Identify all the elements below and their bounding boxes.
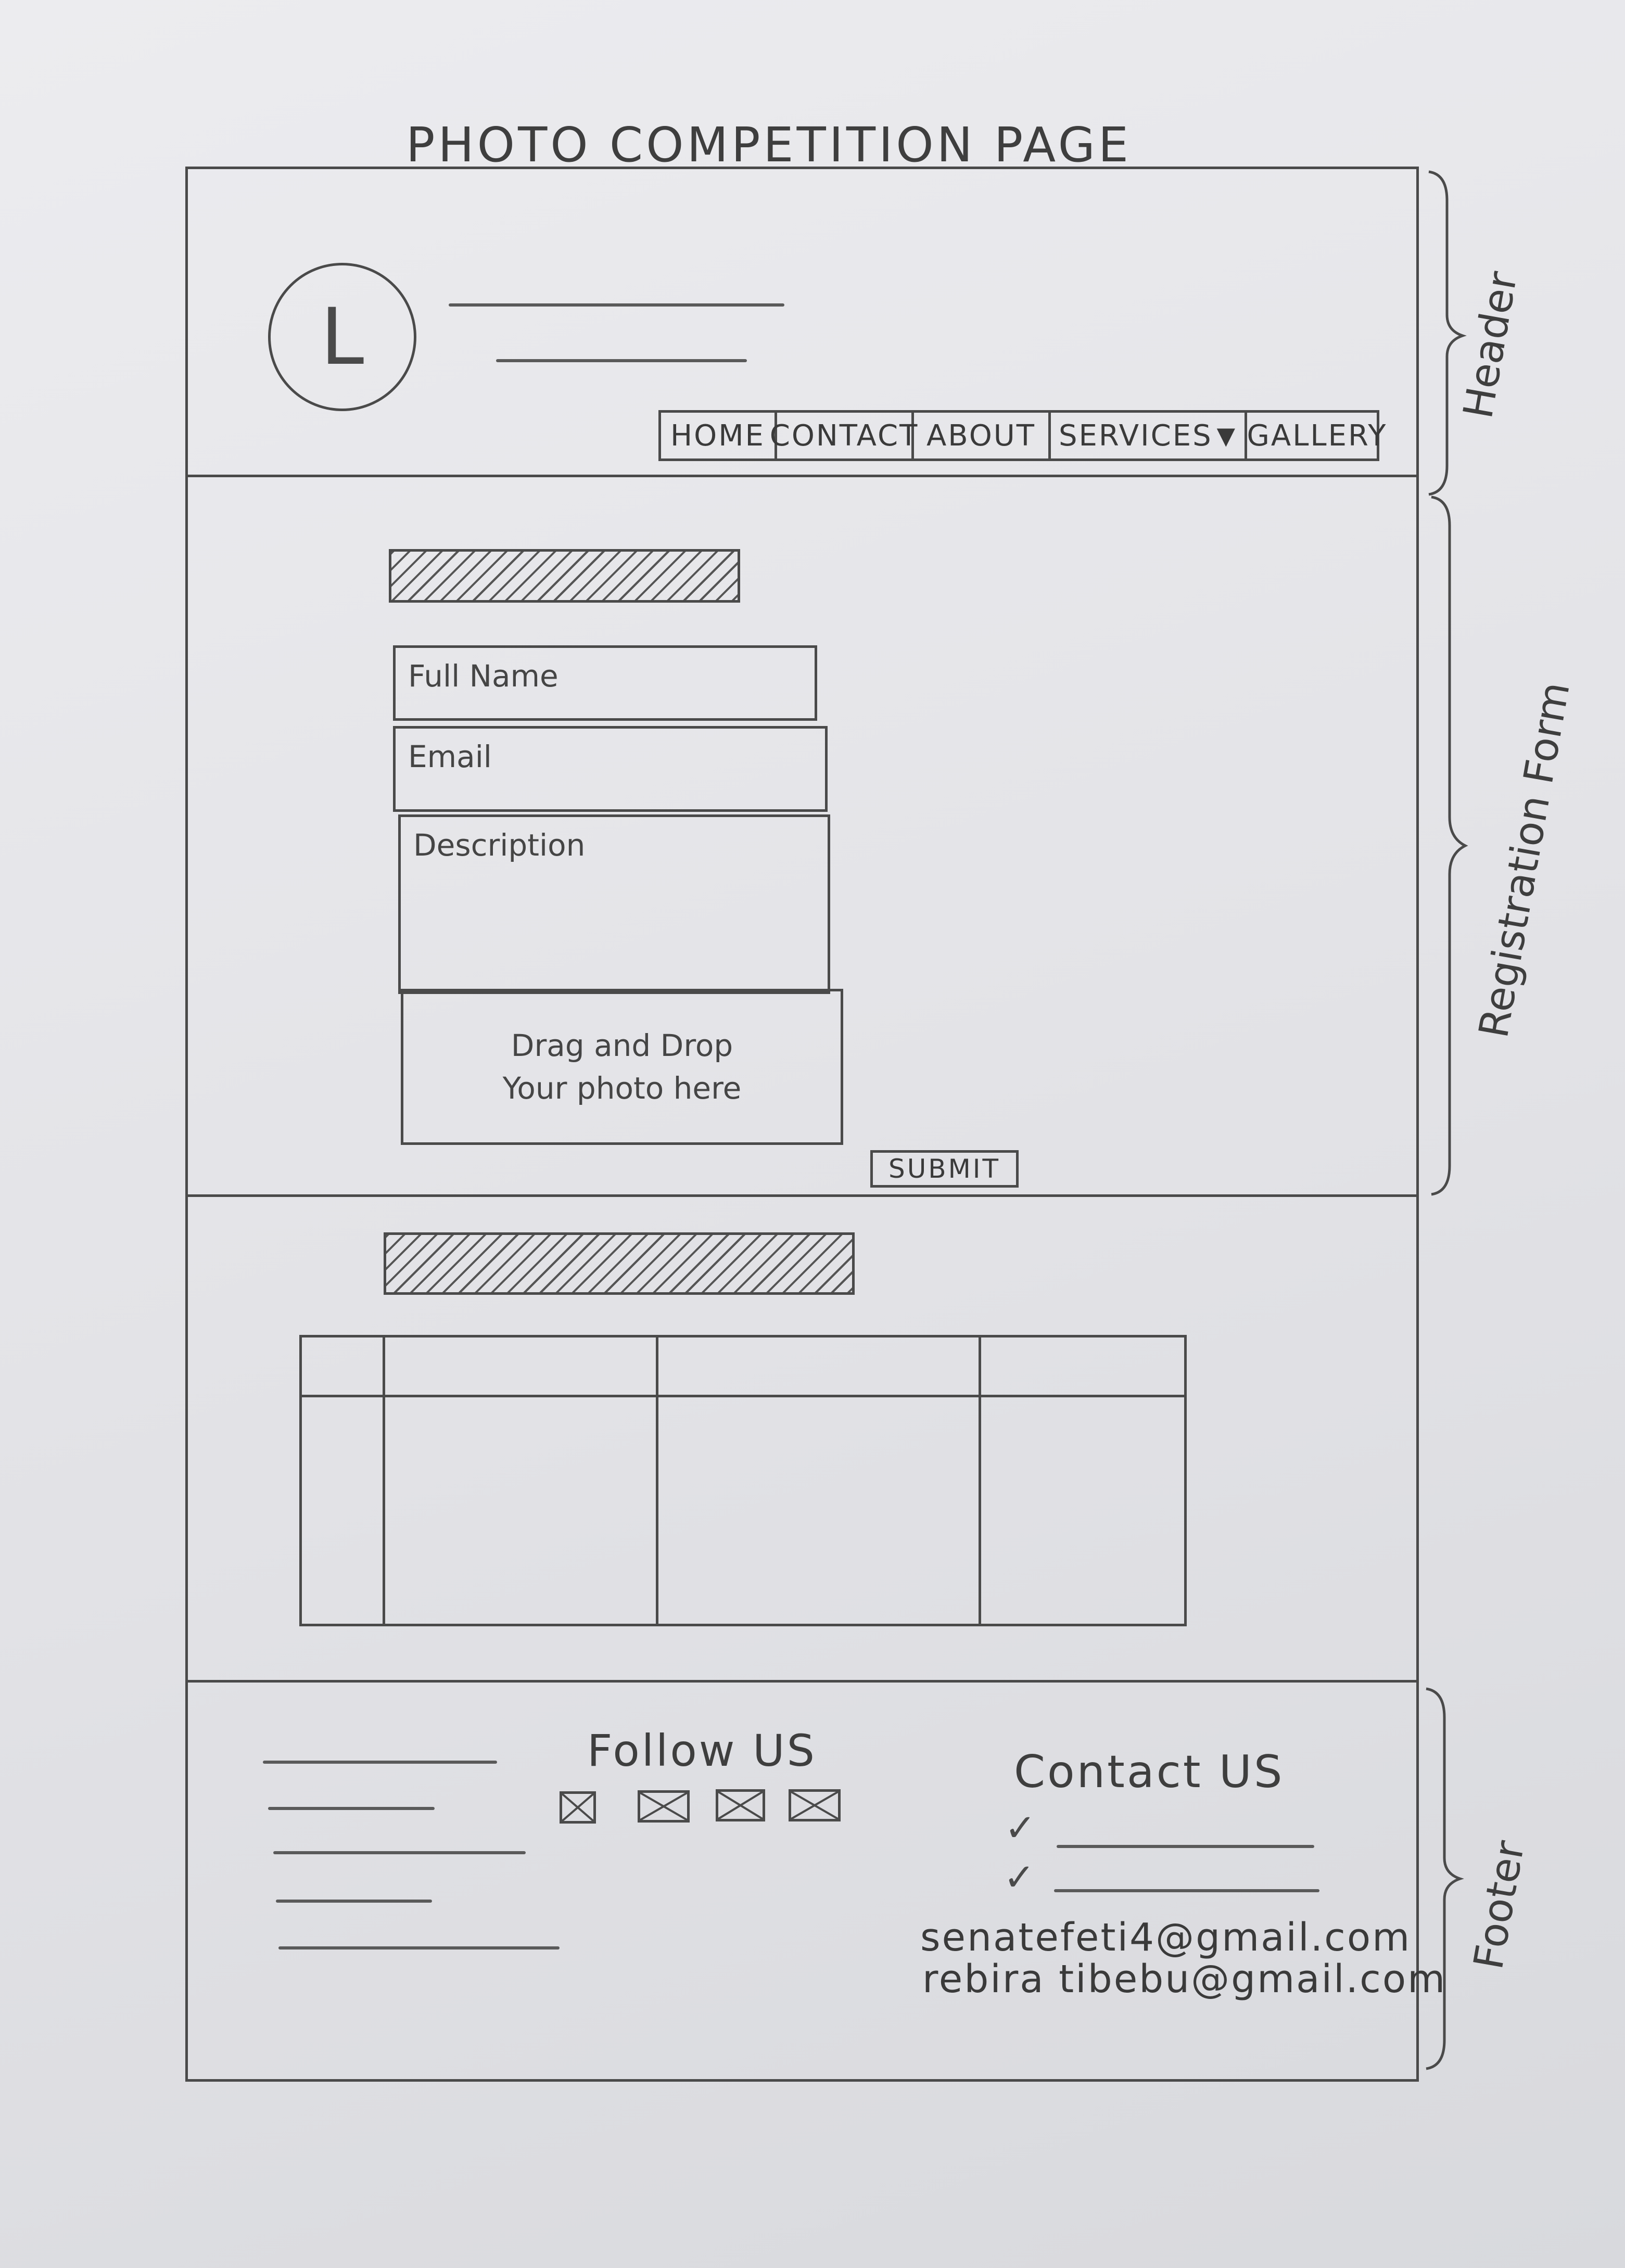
main-nav: HOME CONTACT ABOUT SERVICES ▼ GALLERY <box>658 410 1386 461</box>
footer-link-placeholder[interactable] <box>268 1807 435 1810</box>
nav-services[interactable]: SERVICES ▼ <box>1051 413 1247 458</box>
image-placeholder-icon[interactable] <box>789 1789 841 1821</box>
table-header-divider <box>302 1395 1184 1397</box>
triangle-down-icon[interactable]: ▼ <box>1216 422 1237 450</box>
footer-link-placeholder[interactable] <box>273 1851 526 1854</box>
drop-zone-text: Drag and Drop Your photo here <box>503 1024 742 1110</box>
logo[interactable]: L <box>268 263 416 411</box>
form-divider <box>185 1194 1419 1197</box>
footer-link-placeholder[interactable] <box>276 1900 432 1903</box>
nav-about[interactable]: ABOUT <box>914 413 1051 458</box>
nav-home[interactable]: HOME <box>661 413 777 458</box>
header-divider <box>185 475 1419 477</box>
follow-us-title: Follow US <box>587 1725 817 1776</box>
phone-number-placeholder <box>1054 1889 1319 1892</box>
registration-brace <box>1431 495 1468 1196</box>
table-column-divider <box>383 1337 385 1624</box>
table-heading-placeholder <box>384 1232 855 1295</box>
description-field[interactable]: Description <box>398 814 830 994</box>
nav-gallery[interactable]: GALLERY <box>1247 418 1388 453</box>
full-name-field[interactable]: Full Name <box>393 645 817 721</box>
photo-drop-zone[interactable]: Drag and Drop Your photo here <box>401 989 843 1145</box>
form-heading-placeholder <box>389 549 740 603</box>
table-column-divider <box>656 1337 658 1624</box>
footer-link-placeholder[interactable] <box>263 1761 497 1764</box>
submit-button[interactable]: SUBMIT <box>870 1150 1019 1188</box>
phone-icon: ✓ <box>1004 1855 1035 1899</box>
footer-link-placeholder[interactable] <box>278 1946 560 1950</box>
phone-icon: ✓ <box>1005 1806 1036 1850</box>
nav-services-label: SERVICES <box>1058 418 1213 453</box>
page-title: PHOTO COMPETITION PAGE <box>406 117 1132 173</box>
header-brace <box>1428 170 1467 496</box>
contact-us-title: Contact US <box>1014 1746 1285 1798</box>
contact-email[interactable]: rebira tibebu@gmail.com <box>922 1957 1447 2002</box>
tagline-placeholder <box>496 359 747 362</box>
drop-zone-line1: Drag and Drop <box>511 1028 733 1063</box>
image-placeholder-icon[interactable] <box>560 1791 596 1824</box>
email-field[interactable]: Email <box>393 726 828 812</box>
image-placeholder-icon[interactable] <box>638 1790 690 1823</box>
full-name-placeholder: Full Name <box>408 658 558 694</box>
email-placeholder: Email <box>408 739 492 774</box>
footer-brace <box>1426 1687 1464 2070</box>
footer-divider <box>185 1680 1419 1683</box>
contact-email[interactable]: senatefeti4@gmail.com <box>920 1915 1412 1960</box>
table-column-divider <box>979 1337 981 1624</box>
phone-number-placeholder <box>1057 1845 1314 1848</box>
site-name-placeholder <box>449 303 784 307</box>
data-table <box>299 1335 1187 1626</box>
nav-contact[interactable]: CONTACT <box>770 413 917 458</box>
drop-zone-line2: Your photo here <box>502 1071 742 1106</box>
wireframe-frame <box>185 167 1419 2082</box>
image-placeholder-icon[interactable] <box>716 1789 765 1821</box>
description-placeholder: Description <box>413 827 586 863</box>
logo-letter: L <box>320 291 364 383</box>
